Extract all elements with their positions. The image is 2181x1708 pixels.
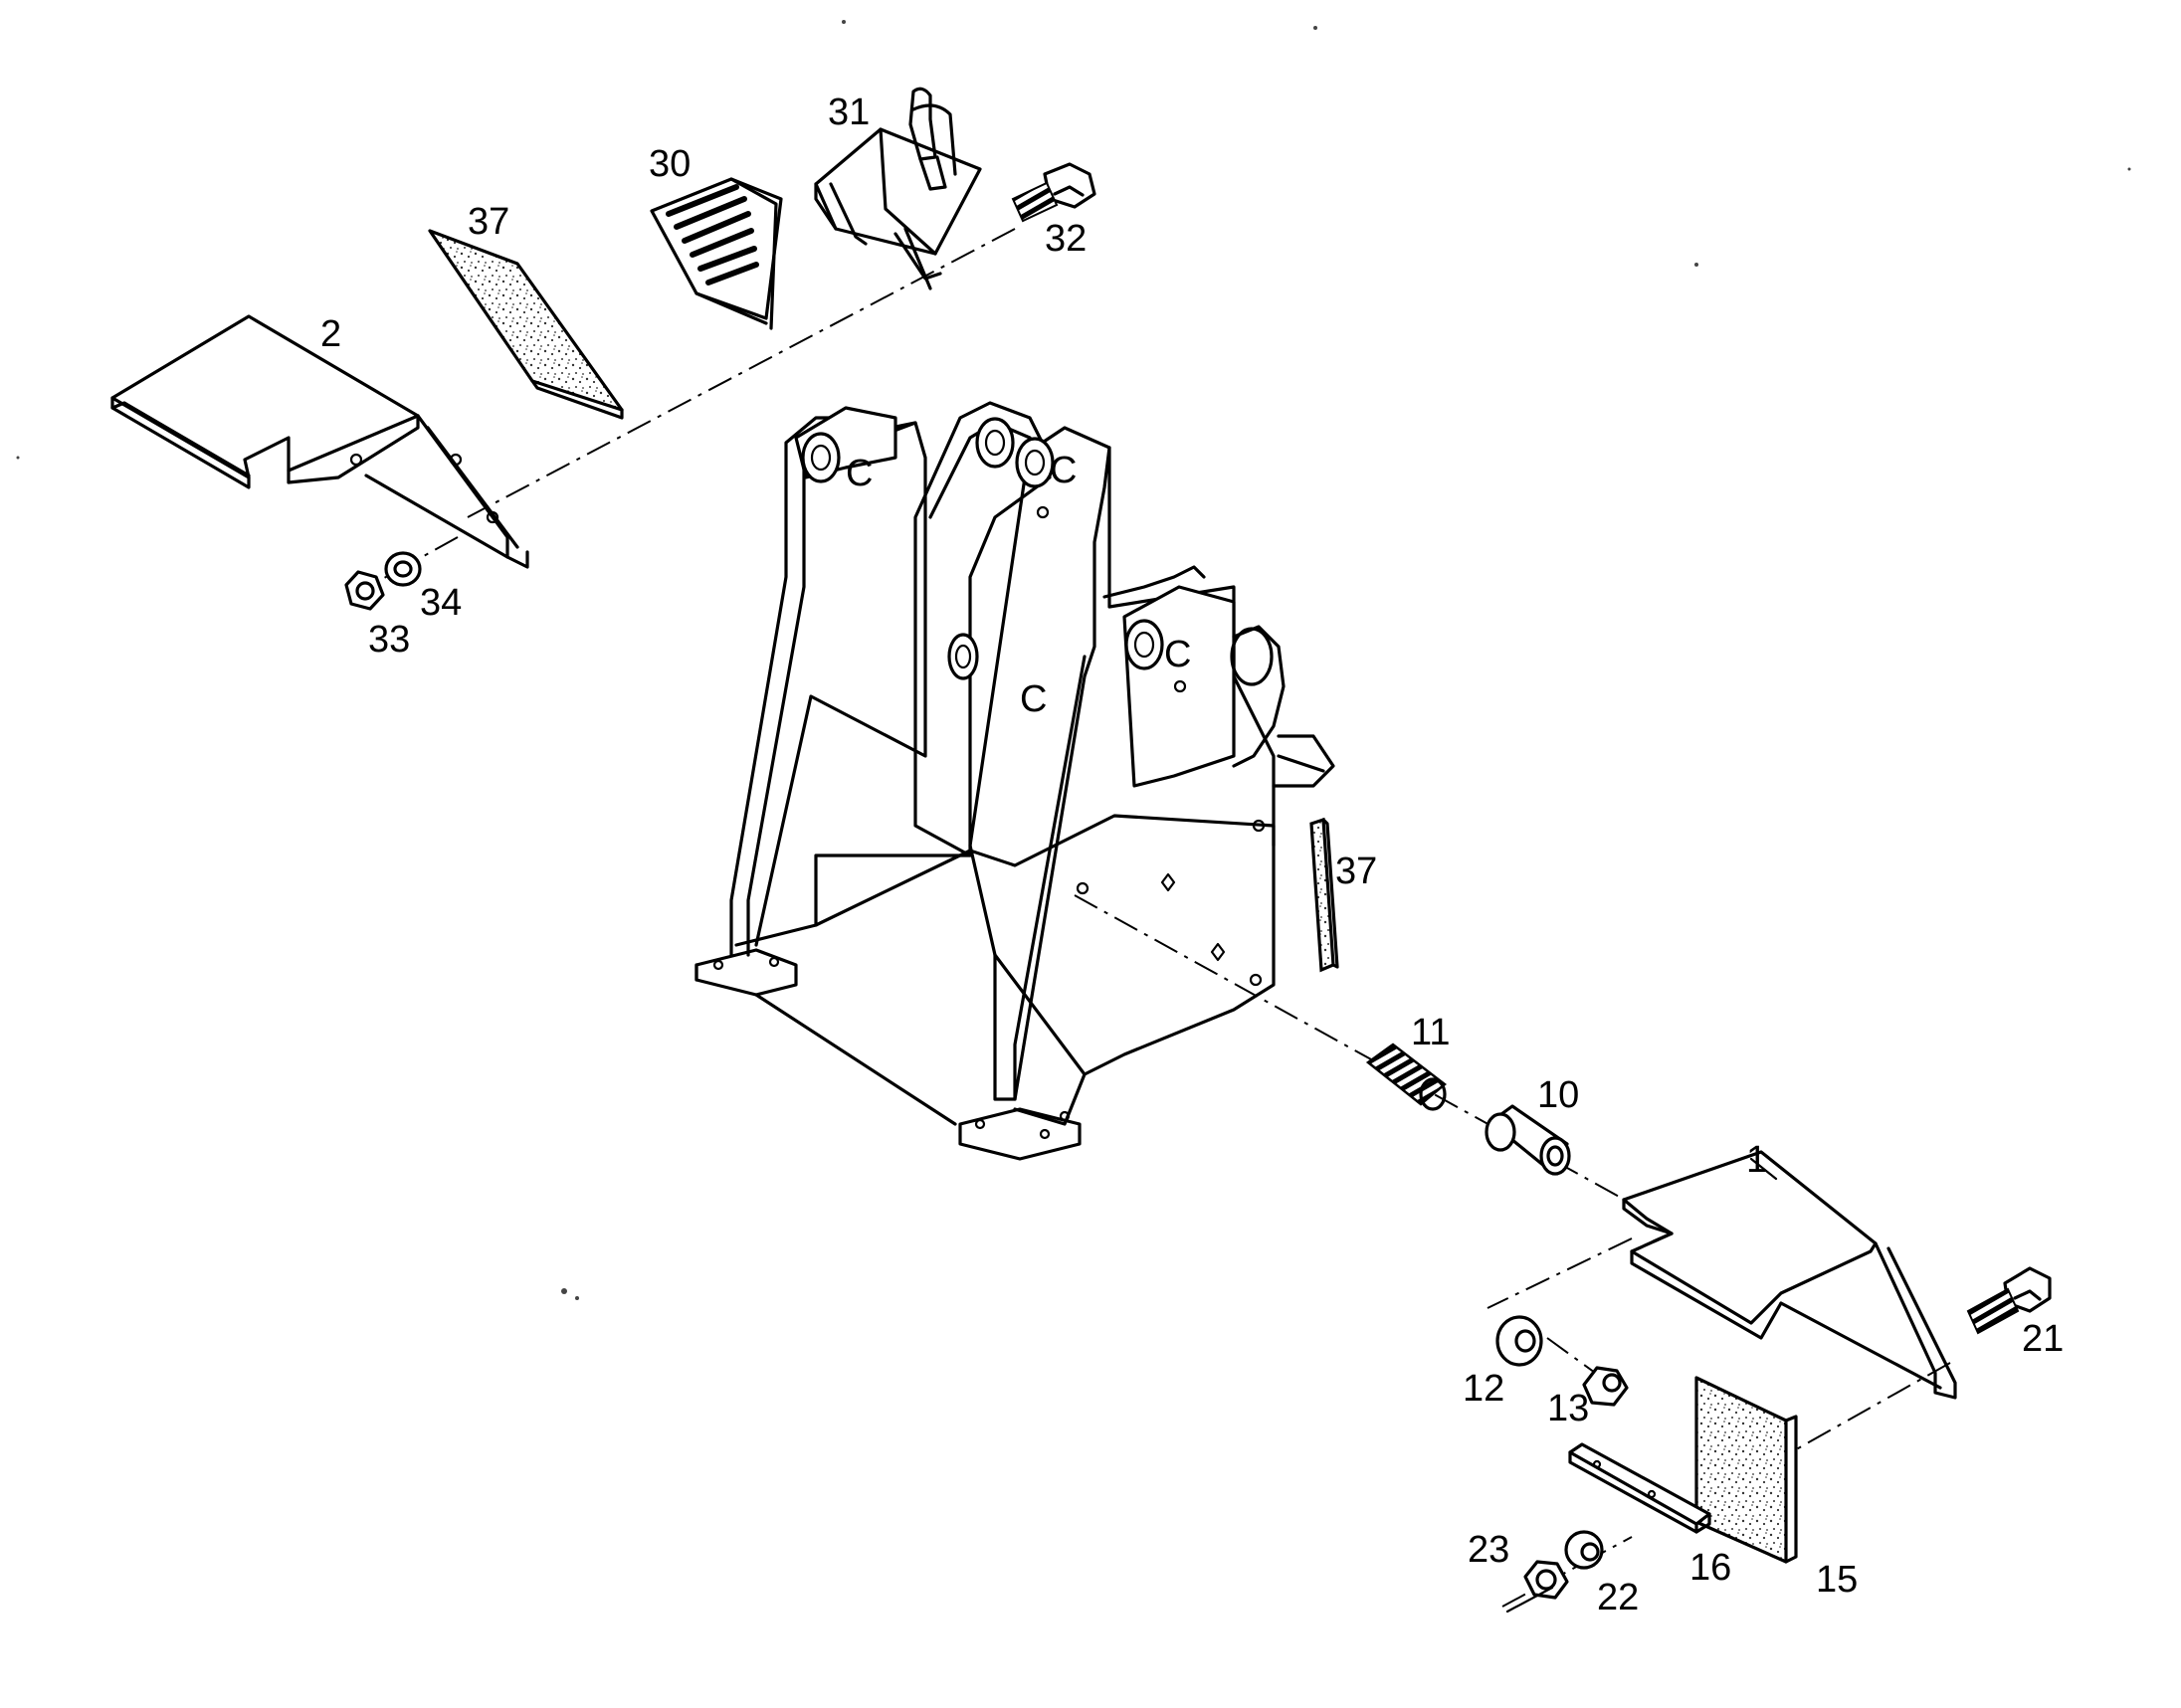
plate-bolt-axis (1790, 1362, 1951, 1453)
part-33-nut (344, 570, 385, 611)
svg-text:C: C (846, 453, 873, 494)
callout-10: 10 (1537, 1074, 1579, 1116)
callout-37-lower: 37 (1335, 851, 1377, 892)
part-11-threaded-sleeve (1365, 1043, 1447, 1111)
main-frame: C C C C (694, 401, 1335, 1161)
part-10-bushing (1485, 1104, 1571, 1176)
callout-labels: 2 37 30 31 32 33 34 37 11 10 1 21 12 13 … (320, 92, 2064, 1618)
callout-33: 33 (368, 619, 410, 661)
callout-21: 21 (2022, 1318, 2064, 1360)
part-37-strip (1309, 817, 1339, 973)
callout-2: 2 (320, 313, 341, 355)
part-37-upper-pad (428, 229, 624, 420)
callout-1: 1 (1746, 1139, 1767, 1181)
part-21-bolt (1966, 1266, 2052, 1335)
leader-lines (1505, 1157, 1778, 1613)
svg-text:C: C (1020, 678, 1047, 720)
part-22-washer (1564, 1530, 1604, 1570)
part-13-nut (1582, 1366, 1629, 1407)
nut-axis (1487, 1237, 1633, 1309)
part-31-holder (814, 87, 982, 290)
part-2-step-plate (110, 314, 529, 569)
part-30-wedge (650, 177, 783, 330)
callout-32: 32 (1045, 218, 1087, 260)
lower-assembly-axis (1074, 894, 1633, 1205)
callout-31: 31 (828, 92, 870, 133)
callout-15: 15 (1816, 1559, 1858, 1601)
callout-22: 22 (1597, 1577, 1639, 1618)
part-12-washer (1495, 1315, 1543, 1367)
callout-34: 34 (420, 582, 462, 624)
callout-11: 11 (1411, 1012, 1450, 1053)
bottom-nut-axis (1501, 1536, 1633, 1608)
part-34-washer (384, 551, 422, 587)
part-23-nut (1523, 1560, 1569, 1600)
callout-13: 13 (1547, 1388, 1589, 1429)
scan-specks (16, 20, 2131, 1300)
part-32-bolt (1011, 162, 1096, 223)
svg-text:C: C (1050, 450, 1077, 491)
callout-30: 30 (649, 143, 691, 185)
callout-12: 12 (1463, 1368, 1504, 1410)
callout-16: 16 (1689, 1547, 1731, 1589)
svg-text:C: C (1164, 634, 1191, 675)
callout-37-upper: 37 (468, 201, 509, 243)
part-1-step-plate (1622, 1150, 1957, 1400)
callout-23: 23 (1468, 1529, 1509, 1571)
part-16-flat-bar (1568, 1442, 1711, 1534)
part-15-pad (1694, 1376, 1798, 1564)
